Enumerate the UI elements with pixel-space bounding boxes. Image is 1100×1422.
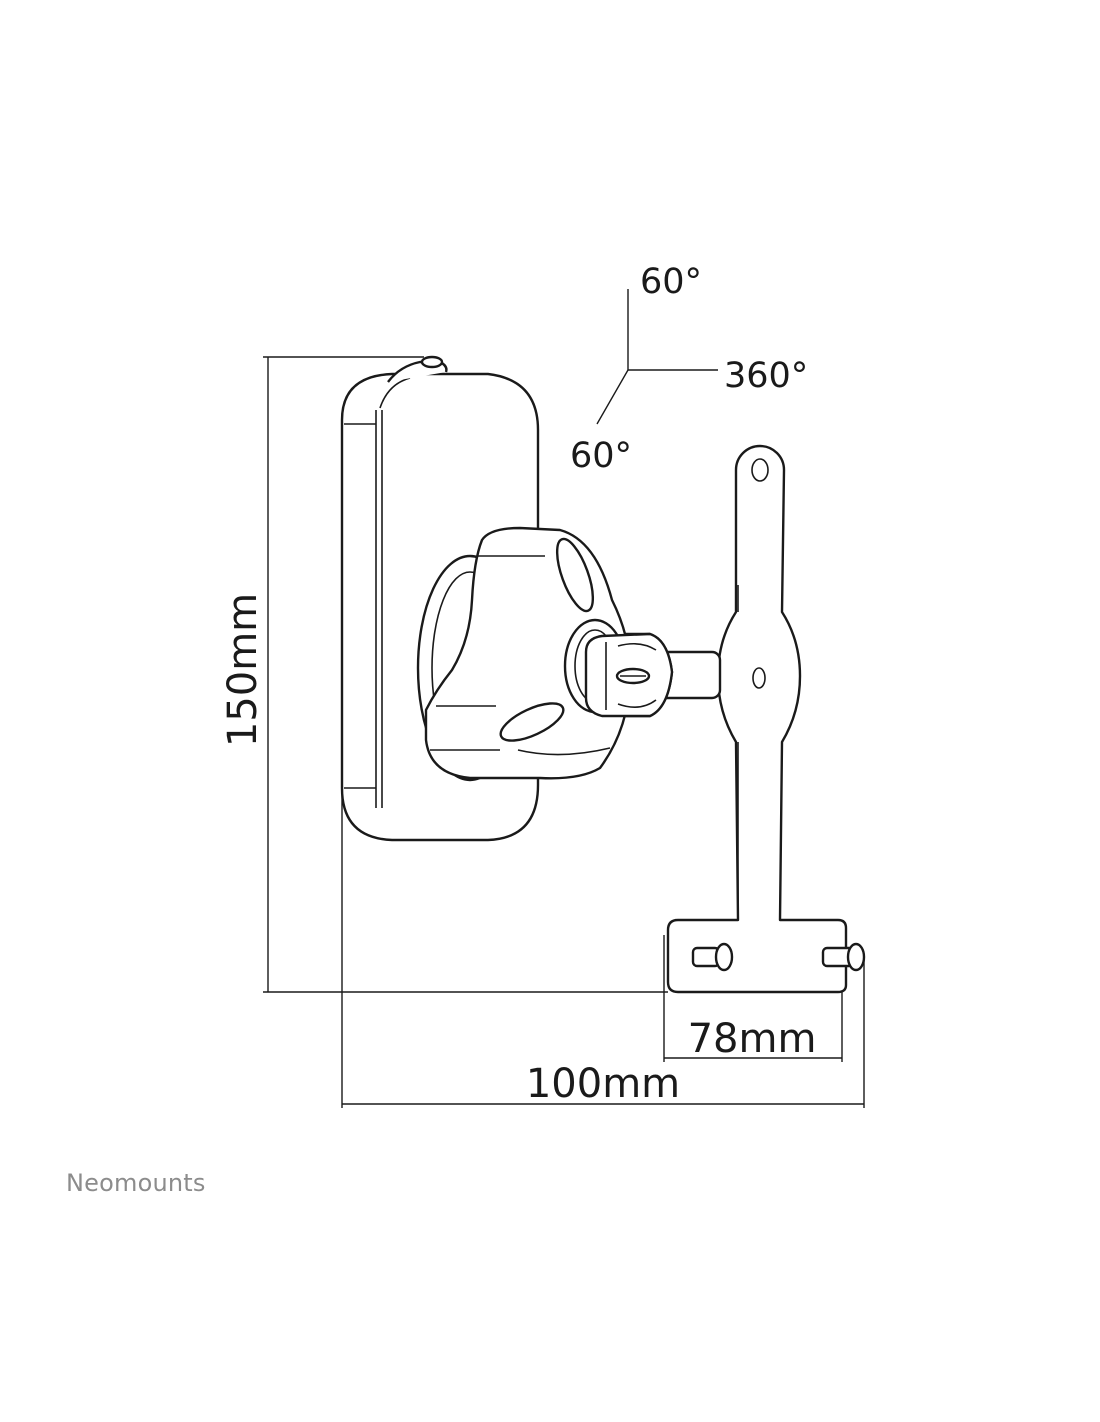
tilt-down-axis	[596, 369, 629, 425]
wall-plate-top-hole	[751, 458, 769, 482]
height-dimension-label: 150mm	[220, 593, 266, 747]
foot-screw-right	[821, 942, 866, 972]
tilt-up-label: 60°	[640, 262, 702, 302]
housing-top-screw	[420, 355, 444, 369]
wall-plate-body	[666, 444, 848, 994]
dimension-lines: 150mm 78mm 100mm	[220, 356, 865, 1108]
wall-plate	[666, 444, 866, 994]
wall-plate-center-hole	[752, 667, 766, 689]
knob-grip-top	[555, 537, 595, 613]
foot-screw-left	[691, 942, 734, 972]
rotation-indicator: 60° 360° 60°	[570, 262, 808, 476]
swivel-label: 360°	[724, 356, 808, 396]
depth-inner-label: 78mm	[688, 1016, 817, 1062]
brand-logo-text: Neomounts	[66, 1169, 206, 1197]
knob-grip-bottom	[499, 702, 565, 742]
tilt-down-label: 60°	[570, 436, 632, 476]
depth-total-label: 100mm	[526, 1061, 680, 1107]
ball-joint-front	[584, 632, 674, 718]
